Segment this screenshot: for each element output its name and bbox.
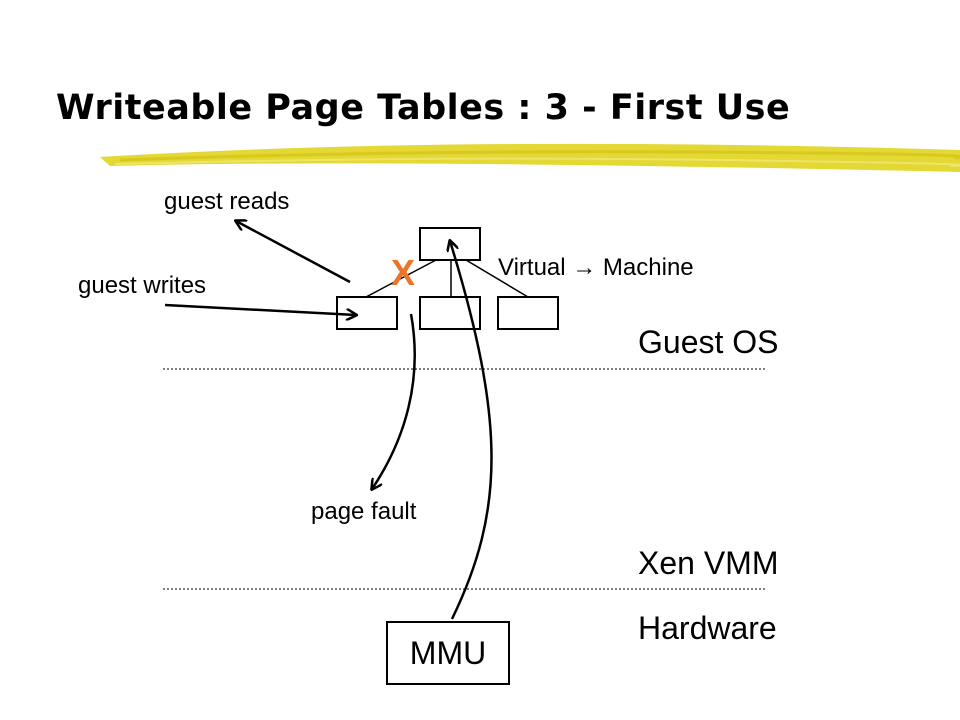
hardware-layer-label: Hardware (638, 610, 777, 646)
mmu-box: MMU (386, 621, 510, 685)
guest-reads-label: guest reads (164, 188, 290, 215)
page-fault-label: page fault (311, 498, 417, 525)
xen-vmm-layer-label: Xen VMM (638, 545, 779, 581)
mmu-label: MMU (409, 634, 487, 671)
tree-link-left (365, 259, 437, 298)
page-fault-arrow (372, 313, 416, 489)
slide-title: Writeable Page Tables : 3 - First Use (56, 88, 791, 128)
mmu-walk-arrow (450, 241, 493, 620)
guest-writes-arrow (164, 303, 356, 315)
page-table-box-left (336, 296, 398, 330)
write-protect-x-mark: X (391, 252, 416, 293)
virtual-machine-label: Virtual → Machine (498, 254, 694, 281)
guest-writes-label: guest writes (78, 272, 207, 299)
tree-link-right (465, 259, 529, 298)
guest-os-layer-label: Guest OS (638, 324, 779, 360)
guest-reads-arrow (236, 221, 351, 284)
page-table-box-right (497, 296, 559, 330)
